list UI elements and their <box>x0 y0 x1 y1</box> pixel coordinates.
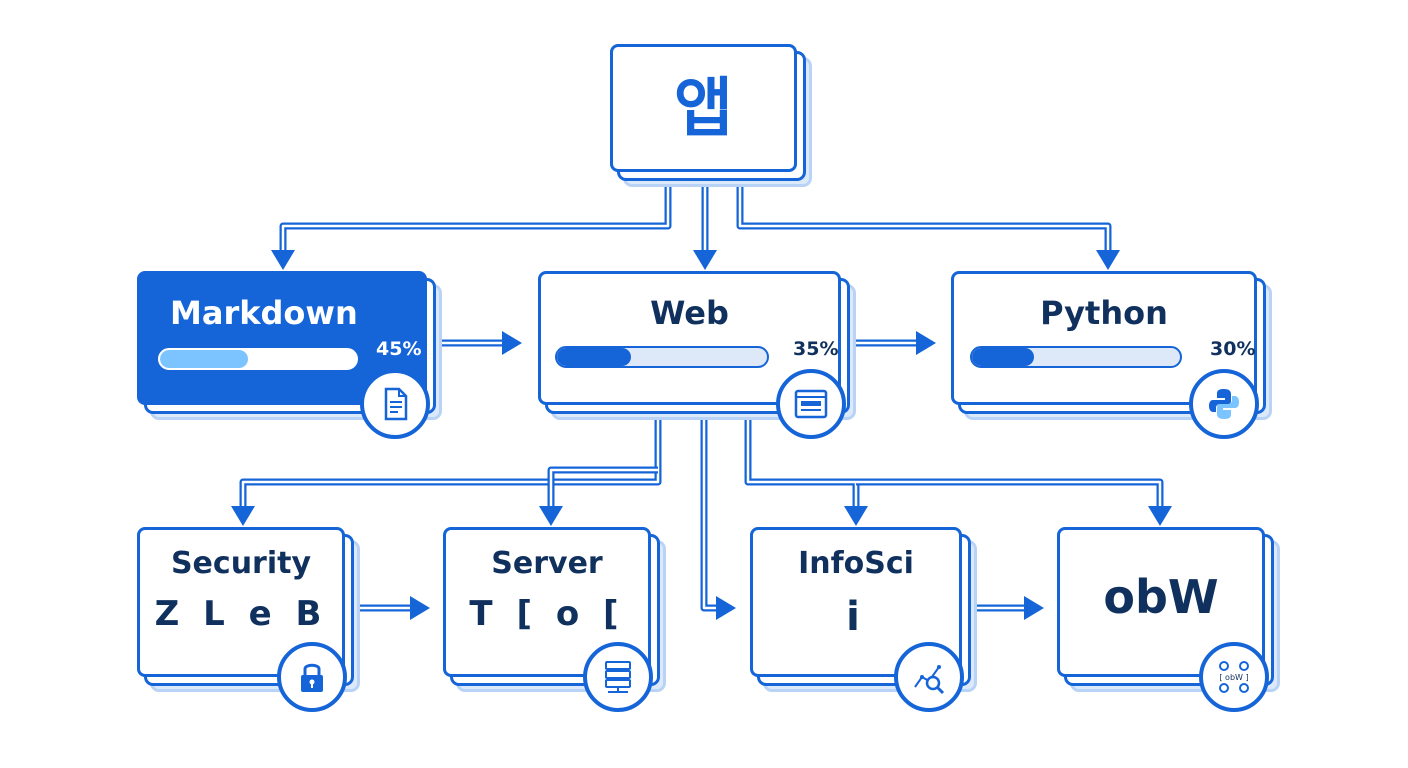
node-markdown-progress-fill <box>160 350 249 368</box>
document-icon <box>360 369 430 439</box>
browser-window-icon <box>776 369 846 439</box>
connector-web-server <box>539 466 658 526</box>
connector-web-security <box>231 418 662 526</box>
node-infosci-subtitle: i <box>846 594 866 640</box>
connector-infosci-obw <box>972 596 1044 620</box>
node-python-title: Python <box>1040 294 1168 332</box>
node-web-progress-bar <box>555 346 769 368</box>
node-python-percent: 30% <box>1210 338 1256 360</box>
connector-root-markdown <box>271 185 672 270</box>
connector-web-infosci-b <box>744 418 868 526</box>
node-python-progress-fill <box>972 348 1035 366</box>
node-infosci-title: InfoSci <box>798 546 914 581</box>
connector-web-python <box>850 331 936 355</box>
node-web-title: Web <box>650 294 729 332</box>
node-web-progress-fill <box>557 348 631 366</box>
connector-root-web <box>693 185 717 270</box>
obw-network-icon-text: [ obW ] <box>1219 673 1248 682</box>
server-rack-icon <box>583 642 653 712</box>
root-label: 앱 <box>674 72 733 146</box>
node-markdown-percent: 45% <box>376 338 422 360</box>
python-logo-icon <box>1189 369 1259 439</box>
node-security-title: Security <box>170 546 312 581</box>
node-markdown-title: Markdown <box>170 294 358 332</box>
obw-network-icon: [ obW ] <box>1199 642 1269 712</box>
node-server-title: Server <box>491 546 603 581</box>
node-python-progress-bar <box>970 346 1182 368</box>
root-node: 앱 <box>610 44 797 172</box>
connector-root-python <box>736 185 1120 270</box>
node-server[interactable]: Server T [ o [ <box>443 527 651 677</box>
connector-web-infosci <box>700 418 736 620</box>
node-web-percent: 35% <box>793 338 839 360</box>
node-server-subtitle: T [ o [ <box>469 594 625 634</box>
data-search-icon <box>894 642 964 712</box>
connector-security-server <box>354 596 430 620</box>
padlock-icon <box>277 642 347 712</box>
node-obw-title: obW <box>1103 570 1219 624</box>
connector-markdown-web <box>436 331 522 355</box>
connector-web-obw <box>856 478 1172 526</box>
node-markdown-progress-bar <box>158 348 358 370</box>
node-security-subtitle: Z L e B <box>154 594 328 634</box>
